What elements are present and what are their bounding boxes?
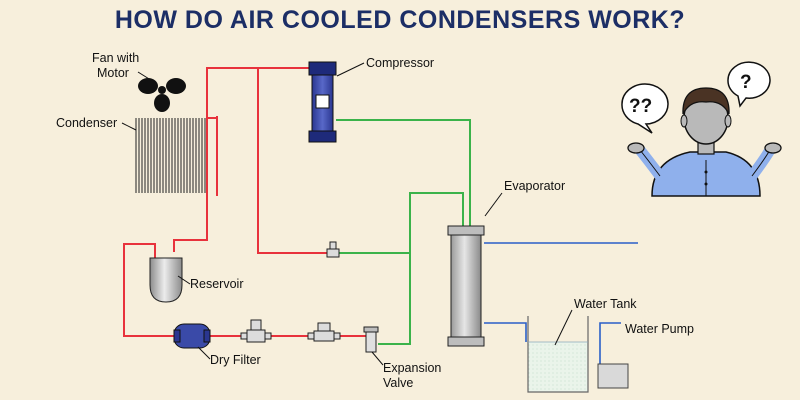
reservoir xyxy=(149,257,183,303)
cold-refrigerant-lines xyxy=(336,119,471,345)
condenser-coil xyxy=(135,118,206,193)
water-tank-label: Water Tank xyxy=(574,297,637,311)
water-lines xyxy=(484,242,638,370)
condenser-label: Condenser xyxy=(56,116,117,130)
dry-filter xyxy=(173,323,211,349)
hot-refrigerant-lines xyxy=(123,67,372,337)
fan-label-2: Motor xyxy=(97,66,129,80)
evaporator xyxy=(447,225,485,347)
question-bubble-left: ?? xyxy=(629,96,652,117)
compressor xyxy=(308,61,337,143)
fan-label-1: Fan with xyxy=(92,51,139,65)
water-tank xyxy=(527,316,589,393)
compressor-label: Compressor xyxy=(366,56,434,70)
expansion-valve xyxy=(363,326,379,353)
water-pump-label: Water Pump xyxy=(625,322,694,336)
solenoid-valve xyxy=(240,319,272,343)
service-valve xyxy=(326,241,340,258)
reservoir-label: Reservoir xyxy=(190,277,244,291)
question-bubble-right: ? xyxy=(740,72,752,93)
dry-filter-label: Dry Filter xyxy=(210,353,261,367)
fan-icon xyxy=(138,78,186,112)
water-pump xyxy=(597,363,629,389)
inline-valve xyxy=(307,322,341,342)
confused-person-illustration: ?? ? xyxy=(621,61,782,197)
evaporator-label: Evaporator xyxy=(504,179,565,193)
expansion-valve-label-2: Valve xyxy=(383,376,413,390)
expansion-valve-label-1: Expansion xyxy=(383,361,441,375)
page-title: HOW DO AIR COOLED CONDENSERS WORK? xyxy=(114,6,686,34)
